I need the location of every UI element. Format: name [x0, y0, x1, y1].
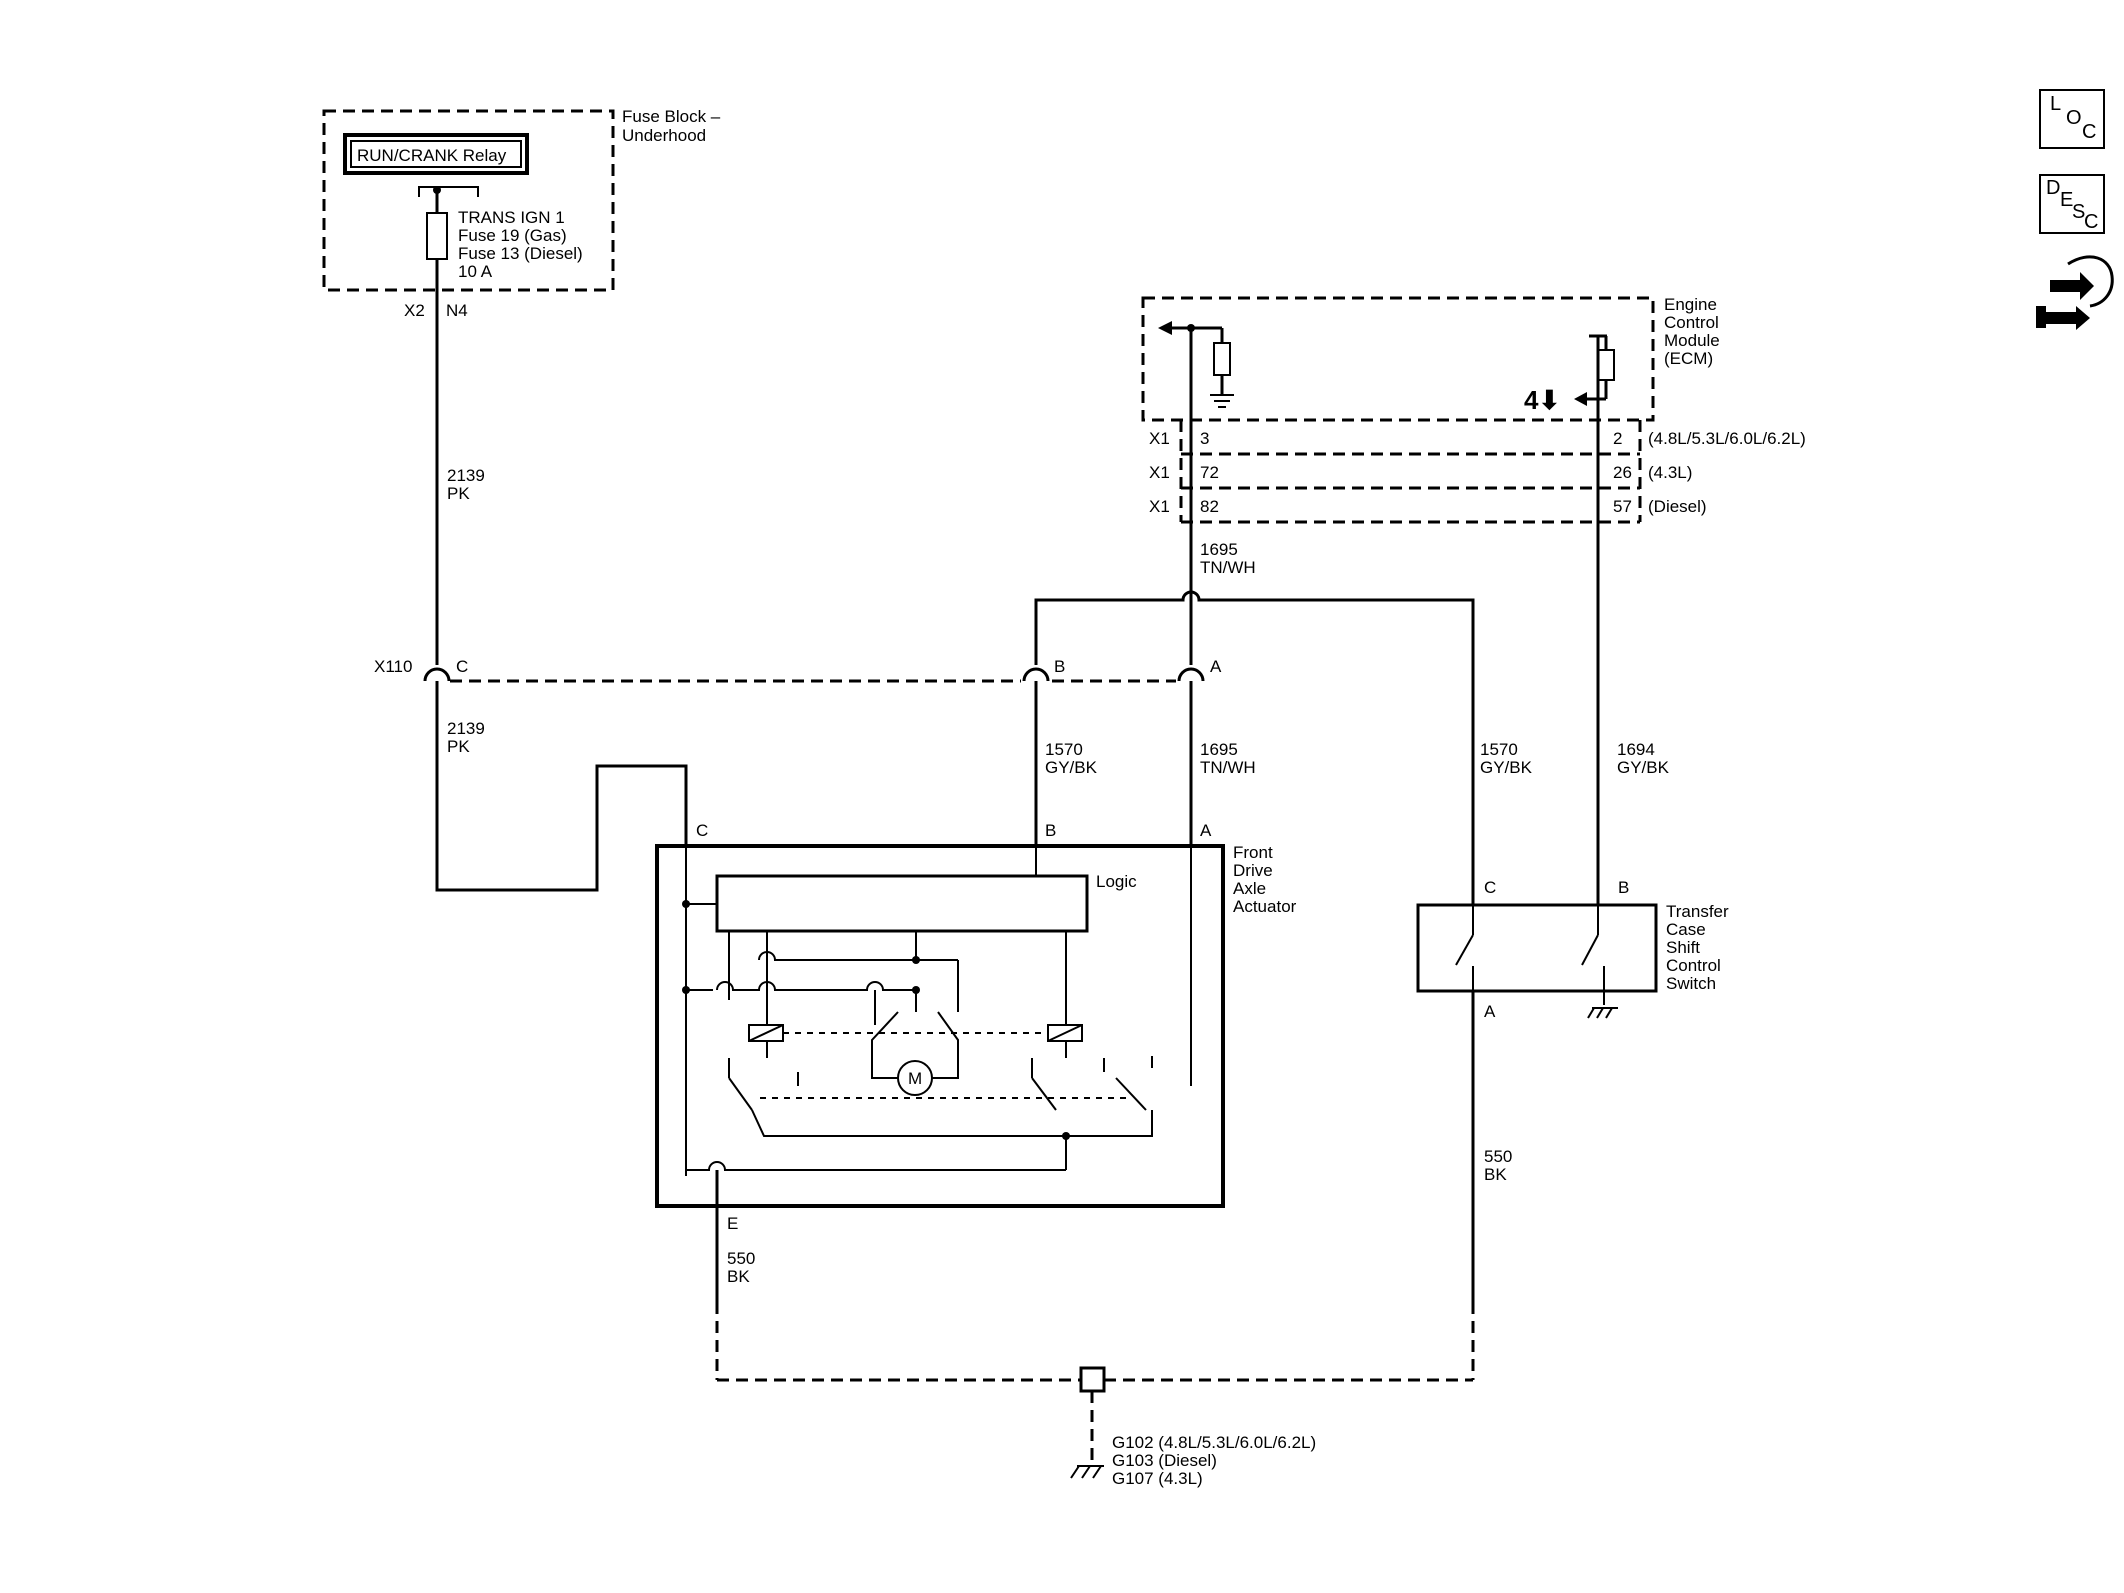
x110-pin-a: A: [1210, 657, 1222, 676]
svg-text:S: S: [2072, 201, 2085, 223]
fuse-name: TRANS IGN 1: [458, 208, 565, 227]
svg-text:C: C: [2082, 121, 2096, 143]
switch-pin-b: B: [1618, 878, 1629, 897]
ground-g107: G107 (4.3L): [1112, 1469, 1203, 1488]
wire-2139-bottom-color: PK: [447, 737, 470, 756]
ecm-row-2-left-pin: 72: [1200, 463, 1219, 482]
right-relay-coil: [1047, 1024, 1083, 1042]
ecm-row-3-left-pin: 82: [1200, 497, 1219, 516]
ecm-connector-rows: X1 3 2 (4.8L/5.3L/6.0L/6.2L) X1 72 26 (4…: [1149, 420, 1806, 524]
svg-text:L: L: [2050, 93, 2061, 115]
ecm-row-2-variant: (4.3L): [1648, 463, 1692, 482]
motor: M: [897, 1060, 933, 1096]
ecm-label-1: Engine: [1664, 295, 1717, 314]
run-crank-relay: RUN/CRANK Relay: [343, 133, 529, 175]
wire-1694-color: GY/BK: [1617, 758, 1670, 777]
ecm-row-3-variant: (Diesel): [1648, 497, 1707, 516]
x110-connector: X110 C B A: [374, 657, 1222, 700]
wire-550-left-number: 550: [727, 1249, 755, 1268]
wire-1570-right-number: 1570: [1480, 740, 1518, 759]
switch-label-3: Shift: [1666, 938, 1700, 957]
switch-label-2: Case: [1666, 920, 1706, 939]
ecm-row-1-left-pin: 3: [1200, 429, 1209, 448]
fuse-block-connector: X2: [404, 301, 425, 320]
fuse-block-title: Fuse Block –: [622, 107, 721, 126]
ecm-row-1-variant: (4.8L/5.3L/6.0L/6.2L): [1648, 429, 1806, 448]
wire-1570-left-color: GY/BK: [1045, 758, 1098, 777]
wire-1695-top-number: 1695: [1200, 540, 1238, 559]
ground-symbol: [1070, 1465, 1104, 1479]
switch-label-5: Switch: [1666, 974, 1716, 993]
wire-550-right-color: BK: [1484, 1165, 1507, 1184]
fuse-rating: 10 A: [458, 262, 493, 281]
switch-label-4: Control: [1666, 956, 1721, 975]
ecm-row-1-right-pin: 2: [1613, 429, 1622, 448]
engine-control-module: Engine Control Module (ECM) 4⬇: [1141, 295, 1720, 422]
run-crank-relay-label: RUN/CRANK Relay: [357, 146, 507, 165]
ecm-reference-mark: 4⬇: [1524, 385, 1560, 415]
svg-text:E: E: [2060, 189, 2073, 211]
svg-text:D: D: [2046, 177, 2060, 199]
ecm-row-3-right-pin: 57: [1613, 497, 1632, 516]
motor-label: M: [908, 1069, 922, 1088]
ecm-row-2-connector: X1: [1149, 463, 1170, 482]
fuse-block-underhood: Fuse Block – Underhood RUN/CRANK Relay T…: [322, 107, 721, 320]
actuator-label-3: Axle: [1233, 879, 1266, 898]
ecm-row-3-connector: X1: [1149, 497, 1170, 516]
logic-module: Logic: [715, 872, 1137, 933]
front-drive-axle-actuator: Front Drive Axle Actuator C B A E Logic: [655, 821, 1297, 1233]
wire-550-left-color: BK: [727, 1267, 750, 1286]
trans-ign-1-fuse: [418, 186, 479, 290]
actuator-label-4: Actuator: [1233, 897, 1297, 916]
svg-text:O: O: [2066, 107, 2082, 129]
x110-label: X110: [374, 657, 412, 676]
switch-label-1: Transfer: [1666, 902, 1729, 921]
ground-g102: G102 (4.8L/5.3L/6.0L/6.2L): [1112, 1433, 1316, 1452]
desc-icon[interactable]: D E S C: [2039, 174, 2105, 234]
actuator-pin-e: E: [727, 1214, 738, 1233]
actuator-label-2: Drive: [1233, 861, 1273, 880]
ecm-row-1-connector: X1: [1149, 429, 1170, 448]
fuse-gas: Fuse 19 (Gas): [458, 226, 567, 245]
switch-pin-c: C: [1484, 878, 1496, 897]
actuator-pin-c: C: [696, 821, 708, 840]
bus-1570-1695: [1034, 590, 1475, 780]
connector-repair-icon[interactable]: [2036, 255, 2114, 330]
ground-splice: G102 (4.8L/5.3L/6.0L/6.2L) G103 (Diesel)…: [715, 1302, 1475, 1488]
ground-g103: G103 (Diesel): [1112, 1451, 1217, 1470]
ecm-label-4: (ECM): [1664, 349, 1713, 368]
wire-1695-top-color: TN/WH: [1200, 558, 1256, 577]
actuator-label-1: Front: [1233, 843, 1273, 862]
wire-2139-top-number: 2139: [447, 466, 485, 485]
actuator-pin-a: A: [1200, 821, 1212, 840]
wire-1570-left-number: 1570: [1045, 740, 1083, 759]
switch-pin-a: A: [1484, 1002, 1496, 1021]
x110-pin-b: B: [1054, 657, 1065, 676]
wire-550-right-number: 550: [1484, 1147, 1512, 1166]
ecm-label-3: Module: [1664, 331, 1720, 350]
fuse-diesel: Fuse 13 (Diesel): [458, 244, 583, 263]
transfer-case-shift-control-switch: Transfer Case Shift Control Switch C B A: [1416, 780, 1729, 1021]
wire-2139-top-color: PK: [447, 484, 470, 503]
x110-pin-c: C: [456, 657, 468, 676]
fuse-block-pin: N4: [446, 301, 468, 320]
wire-1695-bottom-color: TN/WH: [1200, 758, 1256, 777]
actuator-pin-b: B: [1045, 821, 1056, 840]
left-relay-coil: [748, 1024, 784, 1042]
wire-1695-bottom-number: 1695: [1200, 740, 1238, 759]
wire-1570-right-color: GY/BK: [1480, 758, 1533, 777]
wire-2139-bottom: [435, 700, 688, 892]
ecm-row-2-right-pin: 26: [1613, 463, 1632, 482]
logic-label: Logic: [1096, 872, 1137, 891]
svg-text:C: C: [2084, 211, 2098, 233]
loc-icon[interactable]: L O C: [2039, 89, 2105, 149]
fuse-block-subtitle: Underhood: [622, 126, 706, 145]
wire-1694-number: 1694: [1617, 740, 1655, 759]
ecm-label-2: Control: [1664, 313, 1719, 332]
wire-2139-bottom-number: 2139: [447, 719, 485, 738]
